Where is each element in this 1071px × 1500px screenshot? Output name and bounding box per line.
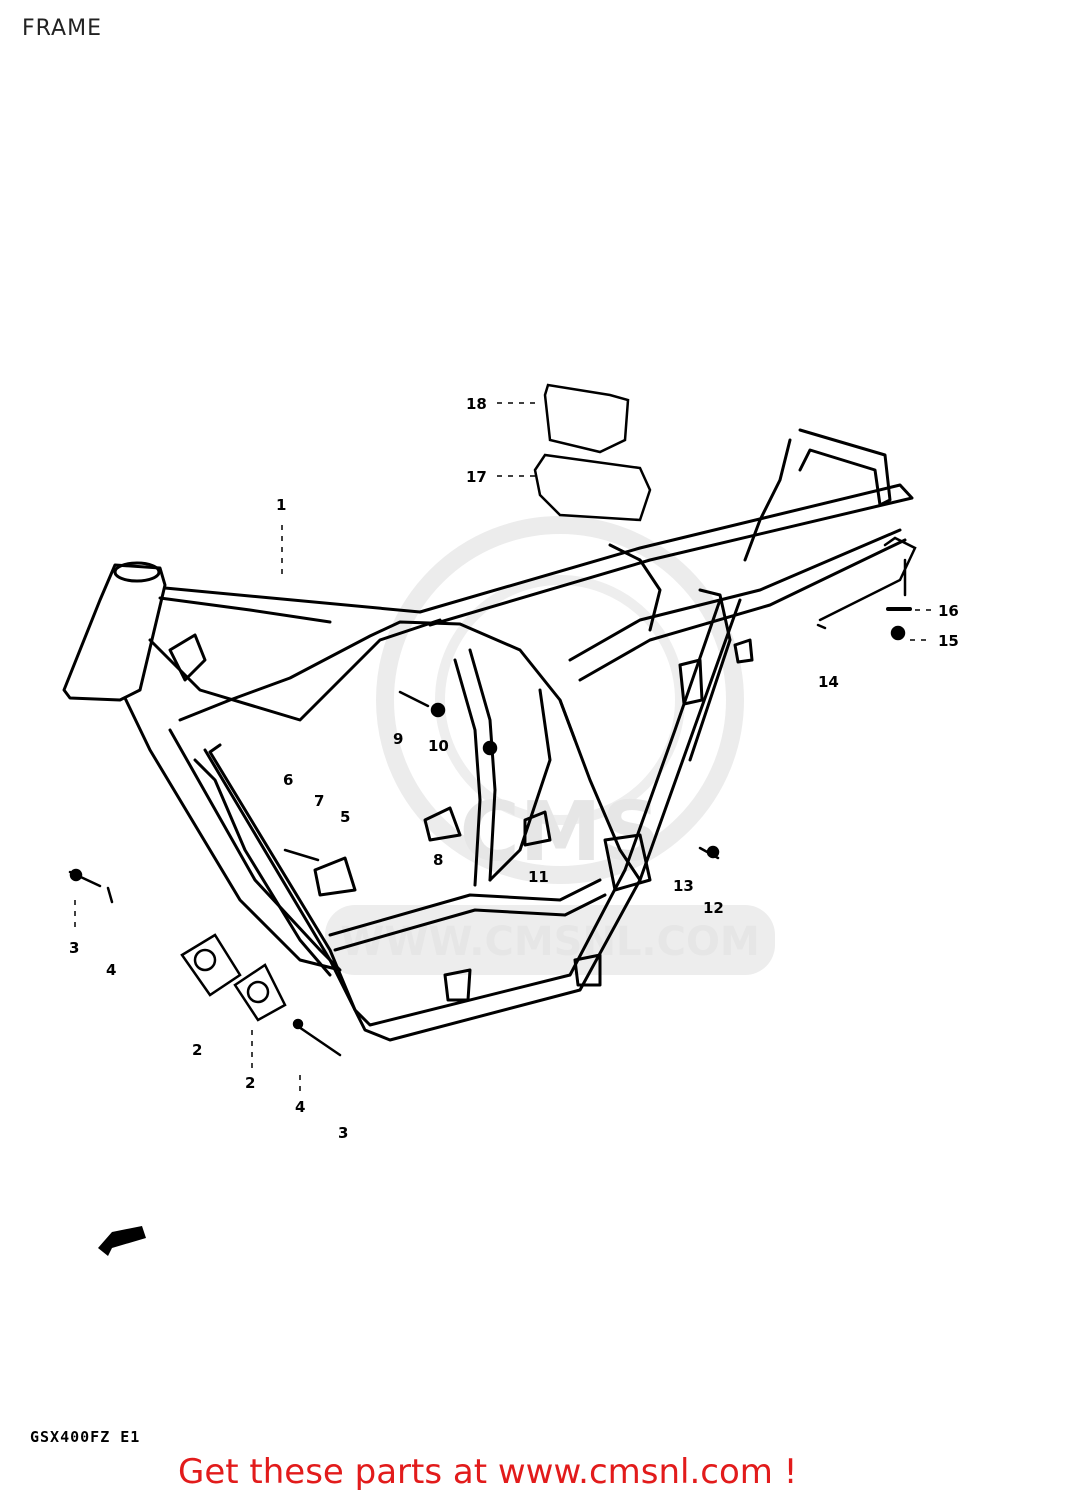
callout-12: 12 — [703, 899, 724, 917]
callout-1: 1 — [276, 496, 286, 514]
cover-part-18 — [543, 383, 630, 454]
bracket-part-14 — [816, 536, 917, 630]
callout-7: 7 — [314, 792, 324, 810]
callout-8: 8 — [433, 851, 443, 869]
callout-9: 9 — [393, 730, 403, 748]
callout-18: 18 — [466, 395, 487, 413]
mount-plate — [180, 933, 242, 997]
callout-2: 2 — [245, 1074, 255, 1092]
watermark-url: WWW.CMSNL.COM — [340, 919, 760, 965]
callout-17: 17 — [466, 468, 487, 486]
callout-16: 16 — [938, 602, 959, 620]
frame-main — [62, 428, 914, 1042]
leader-lines — [74, 402, 932, 1092]
callout-2: 2 — [192, 1041, 202, 1059]
callout-3: 3 — [338, 1124, 348, 1142]
nut-part-15 — [890, 625, 906, 641]
page-title: FRAME — [22, 16, 102, 41]
bolt — [294, 1023, 342, 1057]
front-direction-arrow-icon — [98, 1226, 146, 1256]
mount-plate — [233, 963, 287, 1022]
callout-15: 15 — [938, 632, 959, 650]
callout-5: 5 — [340, 808, 350, 826]
box-part-17 — [533, 453, 652, 522]
callout-14: 14 — [818, 673, 839, 691]
cmsnl-watermark: CMS WWW.CMSNL.COM — [325, 516, 775, 975]
callout-13: 13 — [673, 877, 694, 895]
model-code: GSX400FZ E1 — [30, 1428, 141, 1446]
callout-11: 11 — [528, 868, 549, 886]
callout-3: 3 — [69, 939, 79, 957]
callout-6: 6 — [283, 771, 293, 789]
promo-link[interactable]: Get these parts at www.cmsnl.com ! — [178, 1452, 798, 1492]
callout-4: 4 — [106, 961, 116, 979]
callout-10: 10 — [428, 737, 449, 755]
small-parts — [68, 383, 917, 1057]
callout-4: 4 — [295, 1098, 305, 1116]
callout-labels: 1 2 2 3 3 4 4 5 6 7 8 9 10 11 12 13 14 1… — [69, 395, 959, 1142]
